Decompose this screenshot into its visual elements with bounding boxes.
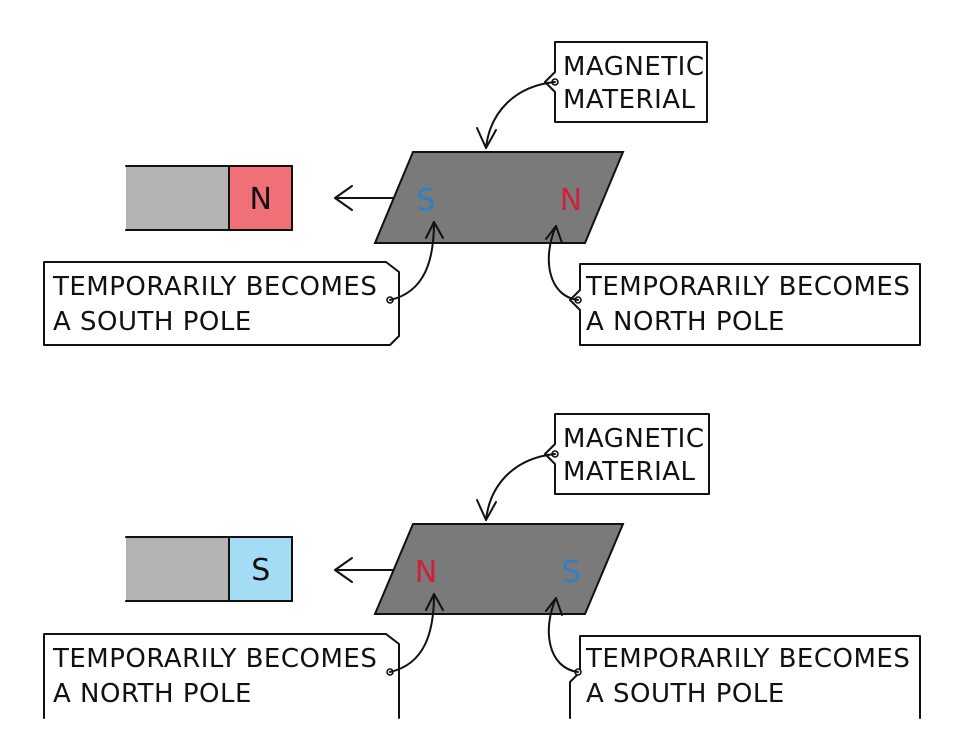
left-label-line1: TEMPORARILY BECOMES [52,644,377,674]
left-pole-callout: TEMPORARILY BECOMES A NORTH POLE [43,593,444,719]
attraction-arrow [334,185,399,211]
right-label-line1: TEMPORARILY BECOMES [585,644,910,674]
right-pole-callout: TEMPORARILY BECOMES A SOUTH POLE [545,597,921,719]
material-label-line2: MATERIAL [563,85,696,115]
left-pole-callout: TEMPORARILY BECOMES A SOUTH POLE [43,221,444,346]
magnet-body [126,166,229,230]
right-pole-callout: TEMPORARILY BECOMES A NORTH POLE [545,225,921,346]
magnet-pole-end [228,165,293,231]
magnet-pole-letter: S [251,553,271,588]
bar-magnet: N [125,165,293,231]
attraction-arrow [334,557,399,583]
material-callout: MAGNETIC MATERIAL [476,413,710,521]
magnet-pole-end [228,536,293,602]
material-block [373,523,625,615]
material-right-pole: N [560,183,582,218]
material-label-line1: MAGNETIC [563,52,705,82]
panel-north-magnet: N S N MAGNETIC MATERIAL TEMPORARILY BECO… [43,41,921,346]
magnetic-material: N S [373,523,625,615]
right-label-line1: TEMPORARILY BECOMES [585,272,910,302]
bar-magnet: S [125,536,293,602]
material-block [373,151,625,244]
material-left-pole: N [415,555,437,590]
material-callout: MAGNETIC MATERIAL [476,41,708,149]
material-label-line2: MATERIAL [563,457,696,487]
magnet-pole-letter: N [250,182,273,217]
magnetic-material: S N [373,151,625,244]
panel-south-magnet: S N S MAGNETIC MATERIAL TEMPORARILY BECO… [43,413,921,719]
magnet-body [126,537,229,601]
right-label-line2: A SOUTH POLE [586,679,785,709]
right-label-line2: A NORTH POLE [586,307,785,337]
material-right-pole: S [561,555,580,590]
material-label-line1: MAGNETIC [563,424,705,454]
left-label-line2: A NORTH POLE [53,679,252,709]
left-label-line1: TEMPORARILY BECOMES [52,272,377,302]
left-label-line2: A SOUTH POLE [53,307,252,337]
material-left-pole: S [416,183,435,218]
